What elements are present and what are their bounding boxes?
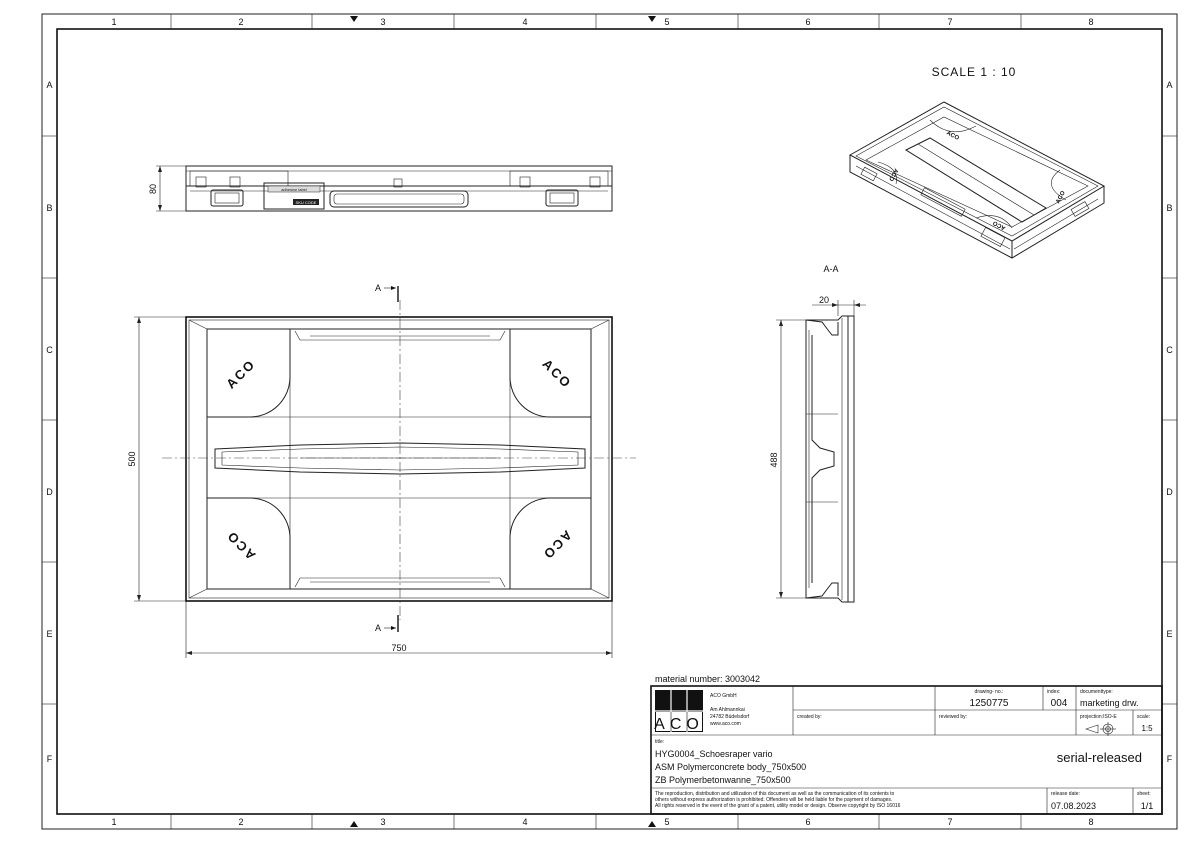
dimension-length: 750 bbox=[391, 643, 406, 653]
doctype-label: documenttype: bbox=[1080, 689, 1113, 695]
column-label: 6 bbox=[805, 17, 810, 27]
column-label: 4 bbox=[522, 817, 527, 827]
copyright-notice: The reproduction, distribution and utili… bbox=[655, 791, 895, 797]
column-label: 8 bbox=[1088, 17, 1093, 27]
aco-stamp: ACO bbox=[540, 528, 575, 563]
title-label: title: bbox=[655, 739, 664, 745]
index-value: 004 bbox=[1051, 698, 1068, 709]
column-label: 2 bbox=[238, 817, 243, 827]
sku-code-text: SKU CODE bbox=[296, 200, 317, 205]
column-label: 5 bbox=[664, 817, 669, 827]
sheet-frame bbox=[41, 13, 1178, 830]
status-text: serial-released bbox=[1057, 750, 1142, 765]
row-label: E bbox=[1166, 629, 1172, 639]
column-label: 3 bbox=[380, 817, 385, 827]
material-number: material number: 3003042 bbox=[655, 674, 760, 684]
column-label: 1 bbox=[111, 817, 116, 827]
isometric-view: ACO ACO ACO ACO bbox=[848, 101, 1106, 259]
column-label: 3 bbox=[380, 17, 385, 27]
column-label: 2 bbox=[238, 17, 243, 27]
aco-stamp: ACO bbox=[540, 356, 575, 391]
column-label: 8 bbox=[1088, 817, 1093, 827]
centering-mark bbox=[648, 16, 656, 22]
row-labels: A B C D E F A B C D E F bbox=[46, 80, 1173, 764]
row-label: F bbox=[1167, 754, 1173, 764]
address-line: www.aco.com bbox=[710, 721, 741, 727]
centering-mark bbox=[350, 821, 358, 827]
row-label: C bbox=[46, 345, 53, 355]
scale-label: SCALE 1 : 10 bbox=[932, 65, 1017, 79]
row-label: B bbox=[1166, 203, 1172, 213]
index-label: index: bbox=[1047, 689, 1060, 695]
row-label: E bbox=[46, 629, 52, 639]
section-label: A-A bbox=[823, 264, 838, 274]
side-elevation-view: adhesive label SKU CODE 80 bbox=[148, 165, 613, 212]
sheet-label: sheet: bbox=[1137, 791, 1151, 797]
scale-value: 1:5 bbox=[1141, 724, 1153, 733]
title-block: material number: 3003042 ACO ACO GmbH Am… bbox=[650, 674, 1163, 815]
sheet-value: 1/1 bbox=[1141, 801, 1154, 811]
row-label: A bbox=[46, 80, 52, 90]
title-line: HYG0004_Schoesraper vario bbox=[655, 749, 773, 759]
address-line: Am Ahlmannkai bbox=[710, 707, 745, 713]
row-label: A bbox=[1166, 80, 1172, 90]
projection-label: projection:ISO-E bbox=[1080, 714, 1117, 720]
aco-stamp-iso: ACO bbox=[945, 130, 960, 142]
column-labels: 1 2 3 4 5 6 7 8 1 2 3 4 5 6 7 8 bbox=[111, 17, 1093, 827]
title-line: ZB Polymerbetonwanne_750x500 bbox=[655, 775, 791, 785]
column-label: 1 bbox=[111, 17, 116, 27]
release-date: 07.08.2023 bbox=[1051, 801, 1096, 811]
logo-text: ACO bbox=[654, 716, 704, 733]
aco-logo: ACO bbox=[654, 690, 704, 733]
centering-mark bbox=[648, 821, 656, 827]
dimension-section-height: 488 bbox=[769, 452, 779, 467]
drawing-no: 1250775 bbox=[970, 698, 1009, 709]
column-label: 5 bbox=[664, 17, 669, 27]
row-label: B bbox=[46, 203, 52, 213]
centering-mark bbox=[350, 16, 358, 22]
title-line: ASM Polymerconcrete body_750x500 bbox=[655, 762, 806, 772]
section-marker-top: A bbox=[375, 283, 381, 293]
aco-stamp-iso: ACO bbox=[1055, 190, 1067, 205]
row-label: D bbox=[46, 487, 53, 497]
dimension-height: 80 bbox=[148, 184, 158, 194]
copyright-notice: others without express authorization is … bbox=[655, 797, 892, 803]
aco-stamp-iso: ACO bbox=[887, 167, 899, 182]
projection-symbol bbox=[1085, 722, 1116, 736]
aco-stamp-iso: ACO bbox=[992, 219, 1007, 231]
section-view: A-A 488 20 bbox=[769, 264, 866, 603]
reviewed-by-label: reviewed by: bbox=[939, 714, 967, 720]
section-marker-bottom: A bbox=[375, 623, 381, 633]
aco-stamp: ACO bbox=[223, 528, 258, 563]
row-label: C bbox=[1166, 345, 1173, 355]
row-label: F bbox=[47, 754, 53, 764]
column-label: 6 bbox=[805, 817, 810, 827]
column-label: 7 bbox=[947, 817, 952, 827]
plan-view: A A ACO ACO ACO ACO 500 750 bbox=[127, 283, 636, 658]
aco-stamp: ACO bbox=[223, 356, 258, 391]
adhesive-label-text: adhesive label bbox=[281, 187, 307, 192]
scale-field-label: scale: bbox=[1137, 714, 1150, 720]
copyright-notice: All rights reserved in the event of the … bbox=[655, 803, 901, 809]
row-label: D bbox=[1166, 487, 1173, 497]
column-label: 7 bbox=[947, 17, 952, 27]
dimension-section-width: 20 bbox=[819, 295, 829, 305]
created-by-label: created by: bbox=[797, 714, 822, 720]
dimension-width: 500 bbox=[127, 451, 137, 466]
address-line: 24782 Büdelsdorf bbox=[710, 714, 750, 720]
release-date-label: release date: bbox=[1051, 791, 1080, 797]
drawing-no-label: drawing- no.: bbox=[975, 689, 1004, 695]
column-label: 4 bbox=[522, 17, 527, 27]
company-name: ACO GmbH bbox=[710, 693, 737, 699]
doctype-value: marketing drw. bbox=[1080, 698, 1139, 708]
